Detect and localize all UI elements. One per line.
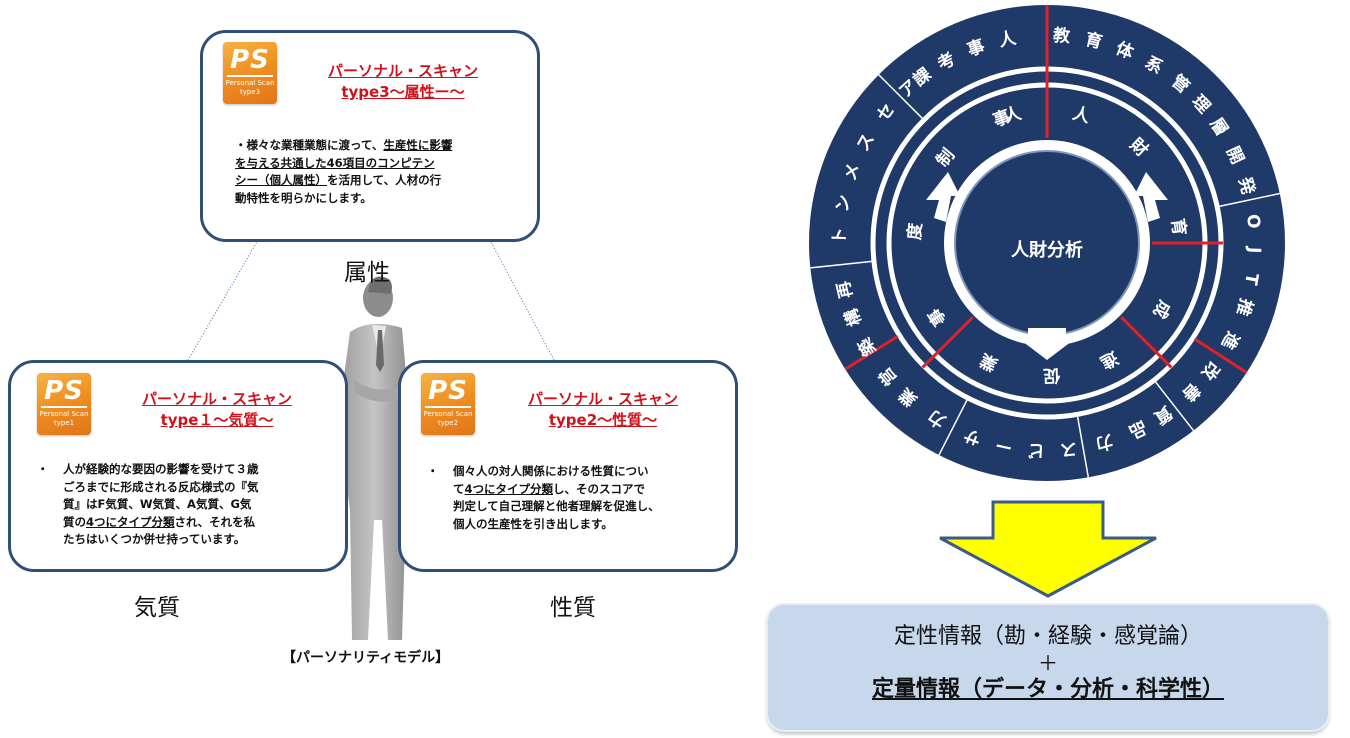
wheel-outer-label: 推 [1232,296,1257,319]
wheel-outer-label: T [1240,271,1262,286]
wheel-outer-label: 人 [997,28,1018,51]
result-line3: 定量情報（データ・分析・科学性） [871,677,1224,702]
outer-divider [1154,381,1195,432]
wheel-outer-label: ー [994,434,1015,457]
red-dividers [844,5,1248,374]
flow-arrows [926,172,1168,360]
ps-logo-text: PS [230,45,270,75]
outer-divider [878,74,924,120]
card-description: ・様々な業種業態に渡って、生産性に影響 を与える共通した46項目のコンピテン シ… [235,138,453,205]
wheel-outer-label: 事 [965,36,988,61]
wheel-outer-label: 育 [1083,29,1104,53]
wheel-inner-label: 度 [904,221,926,241]
wheel-outer-label: O [1242,213,1263,229]
wheel-outer-label: ト [830,227,851,245]
wheel-inner-label: 事 [990,107,1013,132]
arrow-up-right [1134,172,1168,222]
wheel-outer-label: 構 [840,306,866,329]
wheel-inner-label: 促 [1043,365,1062,387]
wheel-outer-label: 開 [1222,144,1247,168]
outer-divider [938,399,968,456]
red-divider [844,334,899,371]
connector-lines [187,239,556,363]
wheel-outer-label: ン [832,193,855,214]
card-description: ・個々人の対人関係における性質につい て4つにタイプ分類し、そのスコアで 判定し… [427,464,660,531]
result-plus: ＋ [1038,651,1058,675]
ps-logo-text: PS [44,376,84,406]
wheel-outer-label: メ [840,161,865,184]
card-description: ・人が経験的な要因の影響を受けて３歳 ごろまでに形成される反応様式の『気 質』は… [37,462,259,546]
result-box: 定性情報（勘・経験・感覚論） ＋ 定量情報（データ・分析・科学性） [768,605,1328,730]
outer-divider [810,260,873,269]
wheel-inner-label: 育 [1167,217,1190,236]
caption-attribute: 属性 [344,260,390,286]
arrow-down [1018,328,1076,360]
hr-wheel: 人財分析 人人財育成進促業事度制事 人事考課教育体系管理層開発OJT推進改善質品… [809,5,1285,481]
result-line1: 定性情報（勘・経験・感覚論） [893,624,1202,649]
businessman-figure [338,276,410,640]
wheel-outer-label: J [1244,246,1264,254]
wheel-outer-label: 力 [1093,430,1115,455]
down-arrow [939,500,1157,598]
personality-model-caption: 【パーソナリティモデル】 [282,650,450,666]
outer-dividers [810,74,1280,478]
red-divider [921,316,974,369]
wheel-center-label: 人財分析 [1011,239,1083,261]
wheel-outer-label: ス [1059,438,1078,460]
outer-divider [1076,416,1090,478]
wheel-inner-label: 人 [1002,103,1025,127]
red-divider [1193,337,1248,374]
wheel-outer-label: 再 [834,279,857,300]
wheel-inner-label: 人 [1070,104,1093,128]
wheel-outer-label: ビ [1027,439,1045,460]
caption-temperament: 気質 [134,595,180,621]
arrow-up-left [926,172,960,222]
ps-logo-text: PS [428,376,468,406]
outer-divider [1218,192,1280,208]
caption-nature: 性質 [550,595,596,621]
wheel-outer-label: サ [961,424,984,449]
wheel-outer-label: 教 [1051,25,1071,47]
red-divider [1120,316,1173,369]
